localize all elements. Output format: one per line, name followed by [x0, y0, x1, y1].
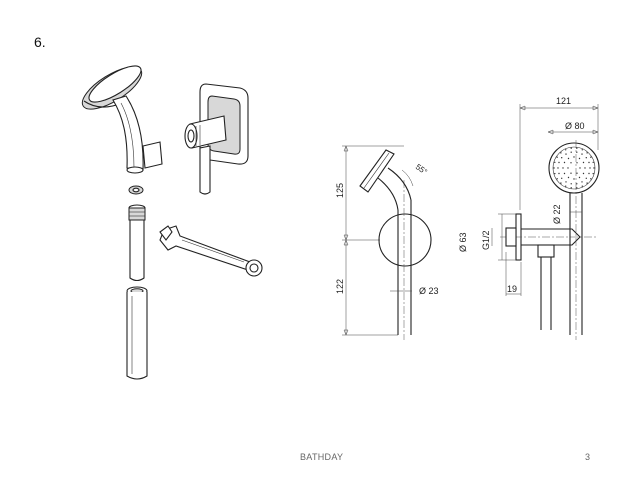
spray-nozzle-dot: [592, 161, 594, 164]
spray-nozzle-dot: [585, 177, 587, 179]
dim-flange-diameter: Ø 63: [458, 232, 468, 252]
spray-nozzle-dot: [565, 185, 567, 187]
exploded-assembly-view: [81, 65, 263, 380]
footer-brand: BATHDAY: [300, 452, 344, 462]
spray-nozzles: [553, 147, 595, 189]
page-number: 3: [585, 452, 591, 462]
side-elevation-view: 125 122 55° Ø 23: [335, 145, 439, 340]
spray-nozzle-dot: [586, 182, 588, 184]
spray-nozzle-dot: [570, 162, 572, 164]
spray-nozzle-dot: [584, 167, 586, 169]
spray-nozzle-dot: [576, 151, 578, 153]
spray-nozzle-dot: [558, 161, 560, 164]
spray-nozzle-dot: [579, 167, 581, 169]
side-flange: [378, 213, 432, 267]
spray-nozzle-dot: [581, 149, 583, 151]
spray-nozzle-dot: [561, 177, 563, 179]
long-tube-part: [126, 286, 148, 380]
dim-tube-diameter: Ø 23: [419, 286, 439, 296]
spray-nozzle-dot: [581, 185, 583, 187]
spray-nozzle-dot: [576, 147, 578, 149]
spray-nozzle-dot: [565, 149, 567, 151]
spray-nozzle-dot: [576, 172, 578, 174]
dim-depth: 19: [507, 284, 517, 294]
spray-nozzle-dot: [563, 161, 566, 164]
wrench-tool: [159, 225, 263, 277]
spray-nozzle-dot: [570, 187, 572, 189]
spray-nozzle-dot: [578, 176, 581, 179]
spray-nozzle-dot: [556, 178, 558, 180]
spray-nozzle-dot: [576, 183, 578, 185]
spray-nozzle-dot: [567, 167, 569, 169]
spray-nozzle-dot: [565, 181, 567, 183]
spray-nozzle-dot: [576, 187, 578, 189]
threaded-tube-part: [128, 204, 146, 282]
spray-nozzle-dot: [553, 167, 555, 169]
spray-nozzle-dot: [560, 152, 562, 154]
wall-connector-part: [184, 83, 249, 195]
washer-part: [128, 185, 144, 195]
spray-nozzle-dot: [590, 178, 592, 180]
spray-nozzle-dot: [590, 156, 592, 158]
spray-nozzle-dot: [578, 157, 581, 160]
spray-nozzle-dot: [573, 178, 575, 180]
spray-nozzle-dot: [582, 161, 585, 164]
spray-nozzle-dot: [554, 161, 556, 164]
spray-nozzle-dot: [588, 161, 590, 164]
spray-nozzle-dot: [592, 172, 594, 175]
spray-nozzle-dot: [576, 162, 578, 164]
spray-nozzle-dot: [581, 181, 583, 183]
dim-total-width: 121: [556, 96, 571, 106]
spray-nozzle-dot: [573, 156, 575, 158]
dim-angle: 55°: [414, 162, 429, 176]
spray-nozzle-dot: [585, 157, 587, 159]
spray-nozzle-dot: [558, 172, 560, 175]
step-number: 6.: [34, 34, 46, 50]
shower-head-part: [81, 65, 163, 174]
spray-nozzle-dot: [565, 153, 567, 155]
spray-nozzle-dot: [588, 172, 590, 175]
spray-nozzle-dot: [570, 147, 572, 149]
spray-nozzle-dot: [567, 157, 570, 160]
spray-nozzle-dot: [554, 172, 556, 175]
spray-nozzle-dot: [556, 156, 558, 158]
spray-nozzle-dot: [570, 183, 572, 185]
spray-nozzle-dot: [562, 167, 564, 169]
dim-inner-diameter: Ø 22: [552, 204, 562, 224]
front-elevation-view: 121 Ø 80: [458, 96, 600, 340]
spray-nozzle-dot: [586, 152, 588, 154]
spray-nozzle-dot: [560, 182, 562, 184]
dim-height-upper: 125: [335, 183, 345, 198]
dim-height-lower: 122: [335, 279, 345, 294]
spray-nozzle-dot: [570, 151, 572, 153]
spray-nozzle-dot: [593, 167, 595, 169]
spray-nozzle-dot: [589, 167, 591, 169]
dim-thread: G1/2: [481, 230, 491, 250]
spray-nozzle-dot: [561, 157, 563, 159]
spray-nozzle-dot: [563, 172, 566, 175]
dim-head-diameter: Ø 80: [565, 121, 585, 131]
spray-nozzle-dot: [570, 172, 572, 174]
spray-nozzle-dot: [567, 176, 570, 179]
spray-nozzle-dot: [581, 153, 583, 155]
spray-nozzle-dot: [557, 167, 559, 169]
front-shower-head: [548, 142, 600, 194]
spray-nozzle-dot: [582, 172, 585, 175]
